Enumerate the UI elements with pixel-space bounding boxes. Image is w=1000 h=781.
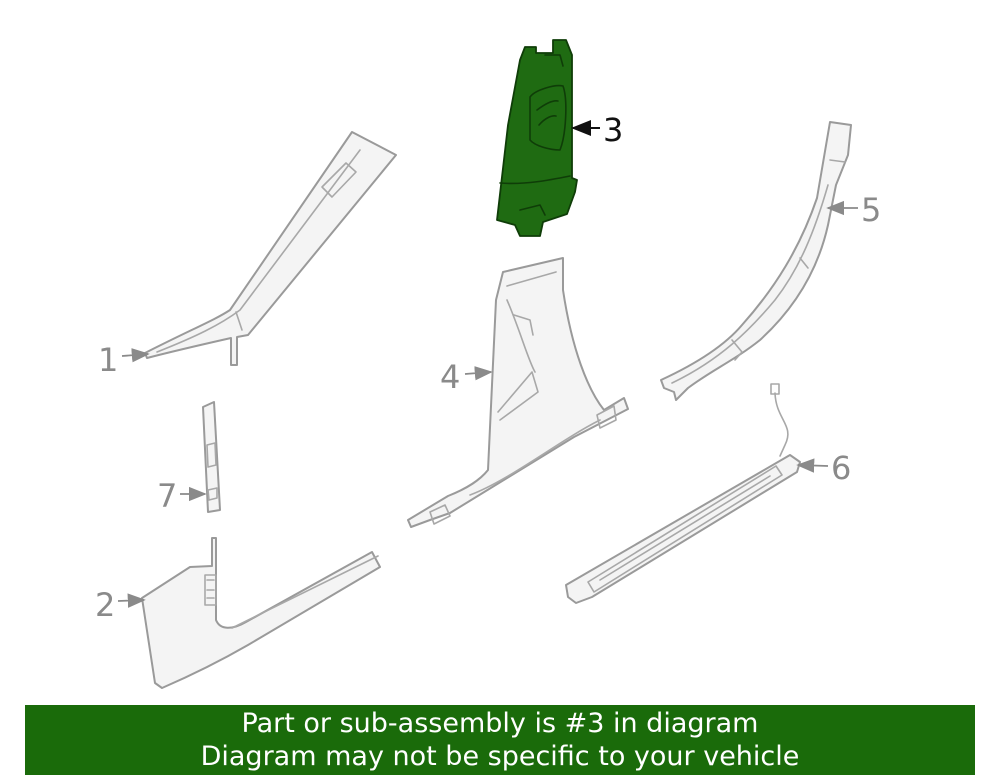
- callout-3: 3: [571, 111, 623, 149]
- callout-6-label: 6: [831, 449, 851, 487]
- info-banner: Part or sub-assembly is #3 in diagram Di…: [25, 705, 975, 775]
- callout-7: 7: [157, 477, 207, 515]
- part-2-kick-panel[interactable]: [141, 537, 381, 689]
- banner-line-2: Diagram may not be specific to your vehi…: [200, 741, 800, 772]
- banner-line-1: Part or sub-assembly is #3 in diagram: [241, 708, 759, 739]
- callout-1: 1: [98, 341, 150, 379]
- callout-5: 5: [826, 191, 881, 229]
- parts-diagram: 1 2 3 4 5 6 7: [95, 39, 881, 689]
- callout-4-label: 4: [440, 358, 460, 396]
- callout-7-label: 7: [157, 477, 177, 515]
- part-7-trim-piece[interactable]: [202, 401, 221, 513]
- part-4-b-pillar-lower-trim[interactable]: [407, 257, 629, 528]
- callout-5-label: 5: [861, 191, 881, 229]
- callout-4: 4: [440, 358, 493, 396]
- callout-2-label: 2: [95, 586, 115, 624]
- part-6-sill-plate[interactable]: [565, 383, 801, 604]
- callout-1-label: 1: [98, 341, 118, 379]
- callout-2: 2: [95, 586, 146, 624]
- part-1-a-pillar-trim[interactable]: [144, 131, 397, 366]
- part-5-rear-pillar-trim[interactable]: [660, 121, 852, 401]
- callout-3-label: 3: [603, 111, 623, 149]
- callout-6: 6: [796, 449, 851, 487]
- part-3-b-pillar-upper-trim[interactable]: [496, 39, 578, 237]
